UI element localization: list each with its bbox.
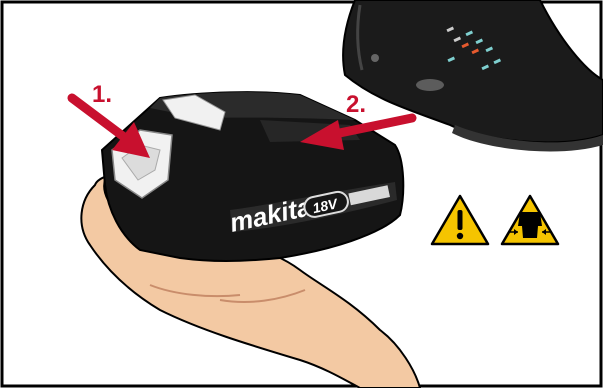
tool-led-glow-icon [416,79,444,91]
tool-screw-icon [371,54,379,62]
step-1-label: 1. [92,81,112,108]
step-2-label: 2. [346,91,366,118]
